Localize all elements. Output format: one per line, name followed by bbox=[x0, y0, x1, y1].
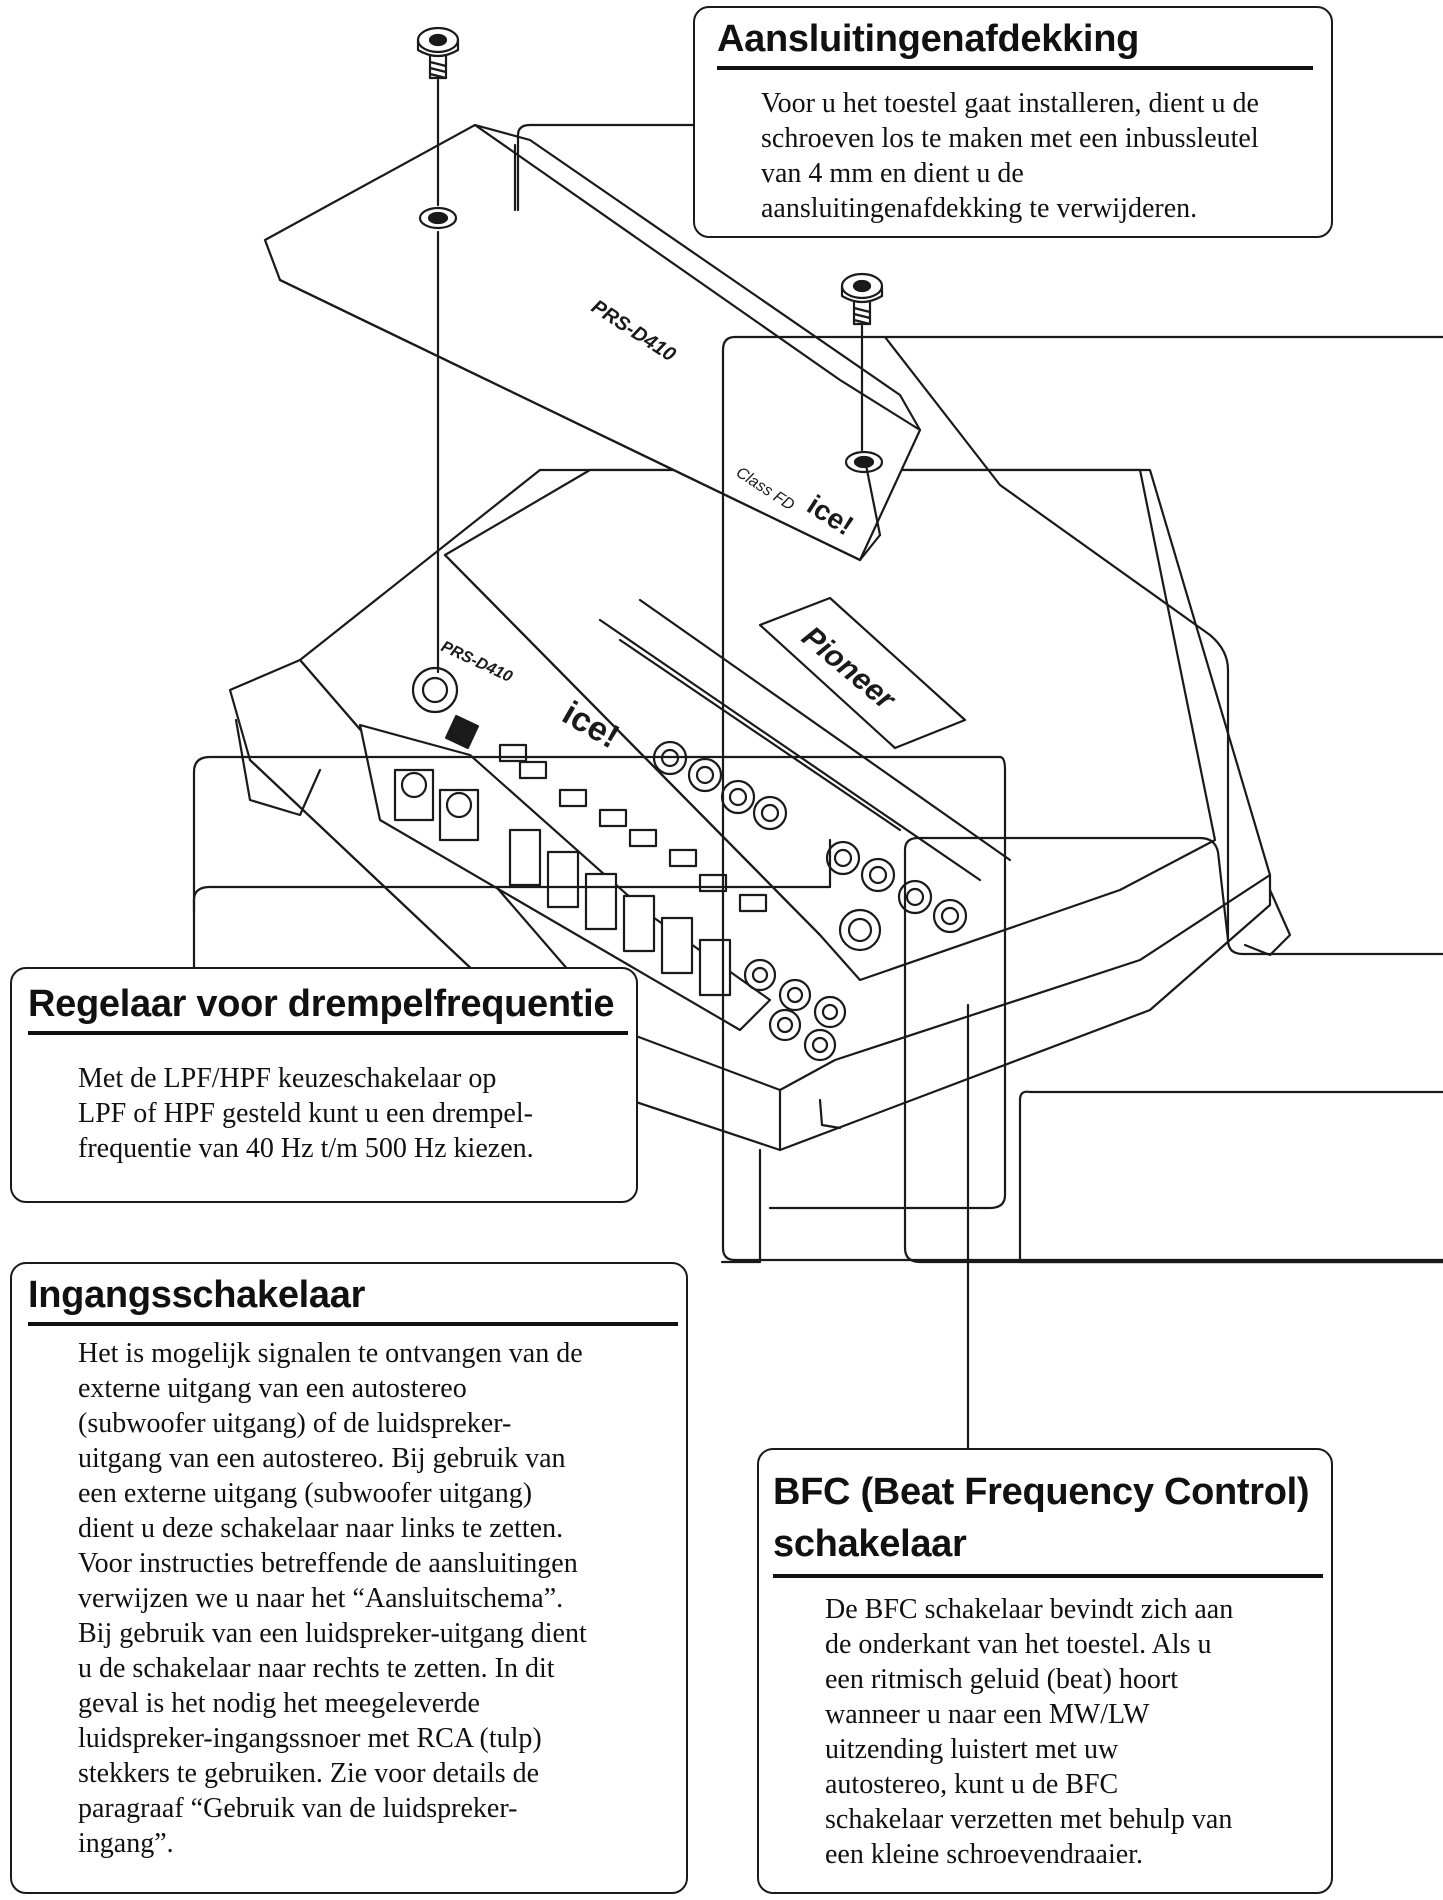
callout-bfc-switch-title: BFC (Beat Frequency Control) schakelaar bbox=[773, 1466, 1323, 1578]
amplifier-body: Pioneer PRS-D410 ice! bbox=[228, 468, 1292, 1152]
callout-threshold-control: Regelaar voor drempelfrequentie Met de L… bbox=[10, 967, 638, 1203]
callout-terminal-cover-body: Voor u het toestel gaat installeren, die… bbox=[761, 88, 1259, 224]
cover-hole-left bbox=[418, 206, 458, 230]
cover-bolt-hole bbox=[411, 666, 459, 714]
mount-foot-right bbox=[1243, 888, 1292, 957]
mount-foot-left bbox=[234, 718, 322, 817]
terminal-screws bbox=[393, 768, 732, 997]
right-frame-leader bbox=[721, 335, 1443, 1262]
callout-bfc-switch: BFC (Beat Frequency Control) schakelaar … bbox=[757, 1448, 1333, 1894]
callout-input-switch-body: Het is mogelijk signalen te ontvangen va… bbox=[78, 1338, 587, 1859]
callout-threshold-control-title: Regelaar voor drempelfrequentie bbox=[28, 983, 628, 1035]
callout-input-switch: Ingangsschakelaar Het is mogelijk signal… bbox=[10, 1262, 688, 1894]
terminal-cover: PRS-D410 Class FD ice! bbox=[263, 123, 922, 562]
selector-switches bbox=[498, 743, 768, 913]
callout-threshold-control-body: Met de LPF/HPF keuzeschakelaar op LPF of… bbox=[78, 1063, 534, 1164]
cover-leader bbox=[516, 123, 695, 212]
input-switch-leader bbox=[720, 1148, 762, 1264]
callout-input-switch-title: Ingangsschakelaar bbox=[28, 1274, 678, 1326]
callout-terminal-cover: Aansluitingenafdekking Voor u het toeste… bbox=[693, 6, 1333, 238]
callout-terminal-cover-title: Aansluitingenafdekking bbox=[717, 18, 1313, 70]
threshold-leader bbox=[192, 755, 1007, 1210]
hex-screw-left bbox=[416, 26, 460, 80]
callout-bfc-switch-body: De BFC schakelaar bevindt zich aan de on… bbox=[825, 1594, 1234, 1870]
hex-screw-right bbox=[840, 272, 884, 326]
cover-hole-right bbox=[844, 450, 884, 474]
nameplate bbox=[758, 596, 967, 750]
power-led bbox=[444, 714, 480, 750]
rca-jacks bbox=[743, 958, 847, 1062]
